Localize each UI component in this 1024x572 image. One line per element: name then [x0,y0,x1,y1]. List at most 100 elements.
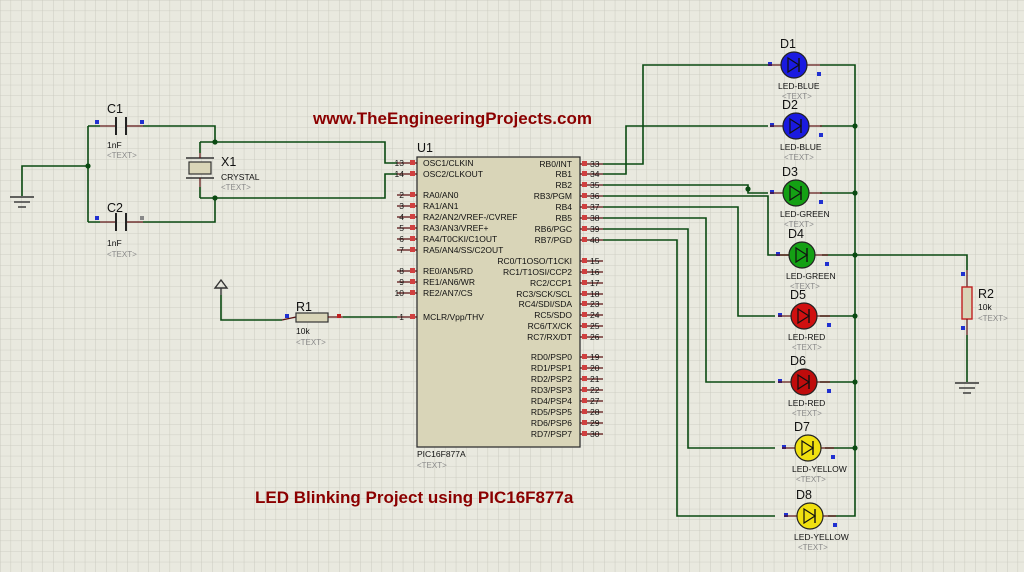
mcu-ref: U1 [417,141,433,155]
led-text-placeholder: <TEXT> [796,475,826,484]
mcu-pin-name: RB1 [555,169,572,179]
led-label: LED-YELLOW [792,464,847,474]
mcu-pin-number: 27 [590,396,600,406]
mcu-pin-name: RD2/PSP2 [531,374,572,384]
led-ref: D6 [790,354,806,368]
c2-value: 1nF [107,238,122,248]
mcu-pin-number: 19 [590,352,600,362]
mcu-pin-33[interactable]: 33 RB0/INT [539,159,603,169]
r1-value: 10k [296,326,310,336]
capacitor-c2[interactable]: C2 1nF <TEXT> [95,201,144,259]
led-body [794,434,822,462]
r1-ref: R1 [296,300,312,314]
r2-text-placeholder: <TEXT> [978,314,1008,323]
crystal-x1[interactable]: X1 CRYSTAL <TEXT> [186,153,260,192]
power-terminal-icon[interactable] [213,278,229,295]
led-ref: D2 [782,98,798,112]
c1-text-placeholder: <TEXT> [107,151,137,160]
mcu-pin-name: RC2/CCP1 [530,278,572,288]
junction-dots [85,123,858,451]
ground-icon[interactable] [955,382,979,394]
capacitor-c1[interactable]: C1 1nF <TEXT> [95,102,144,160]
website-title: www.TheEngineeringProjects.com [312,109,592,128]
diode-arrow-icon [801,439,815,457]
led-ref: D4 [788,227,804,241]
led-label: LED-GREEN [780,209,830,219]
mcu-pin-number: 20 [590,363,600,373]
mcu-pin-number: 23 [590,299,600,309]
resistor-r1[interactable]: R1 10k <TEXT> [281,300,343,347]
mcu-body[interactable] [416,156,581,448]
diode-arrow-icon [797,307,811,325]
mcu-pin-number: 36 [590,191,600,201]
led-body [780,51,808,79]
diode-arrow-icon [789,117,803,135]
resistor-r2[interactable]: R2 10k <TEXT> [961,270,1008,335]
mcu-pin-name: RB5 [555,213,572,223]
mcu-pin-number: 33 [590,159,600,169]
led-label: LED-BLUE [778,81,820,91]
mcu-pin-name: RD7/PSP7 [531,429,572,439]
mcu-pin-number: 24 [590,310,600,320]
mcu-pin-number: 14 [395,169,405,179]
led-body [790,302,818,330]
led-text-placeholder: <TEXT> [792,343,822,352]
led-label: LED-RED [788,398,825,408]
mcu-pin-name: RA0/AN0 [423,190,459,200]
diode-arrow-icon [795,246,809,264]
mcu-pin-number: 18 [590,289,600,299]
mcu-pin-name: RA5/AN4/SS/C2OUT [423,245,503,255]
led-ref: D8 [796,488,812,502]
mcu-pin-name: RB0/INT [539,159,572,169]
led-text-placeholder: <TEXT> [782,92,812,101]
mcu-pin-name: OSC1/CLKIN [423,158,474,168]
ground-icon[interactable] [10,196,34,208]
r1-text-placeholder: <TEXT> [296,338,326,347]
